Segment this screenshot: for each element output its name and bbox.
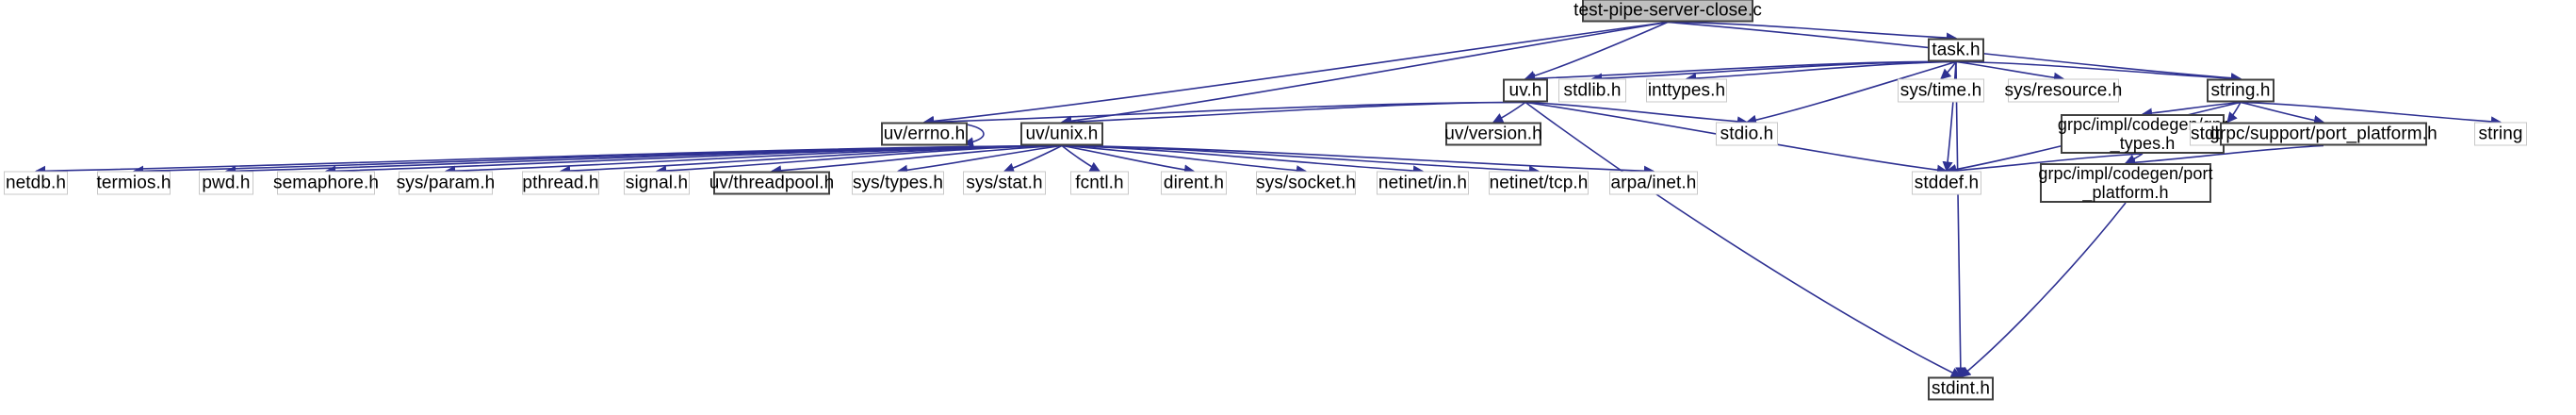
graph-node-uv-errno-h[interactable]: uv/errno.h xyxy=(881,122,968,146)
graph-node-sys-resource-h[interactable]: sys/resource.h xyxy=(2005,78,2122,103)
edge-task-h-to-stdint-h xyxy=(1955,61,1966,378)
edge-grpc-impl-codegen-port-platform-h-to-stdint-h xyxy=(1960,202,2127,378)
edge-task-h-to-inttypes-h xyxy=(1685,60,1957,84)
edge-task-h-to-uv-h xyxy=(1524,60,1957,84)
graph-node-sys-time-h[interactable]: sys/time.h xyxy=(1898,78,1984,103)
edge-test-pipe-server-close-c-to-uv-h xyxy=(1524,21,1669,81)
graph-node-semaphore-h[interactable]: semaphore.h xyxy=(273,171,379,195)
graph-node-arpa-inet-h[interactable]: arpa/inet.h xyxy=(1609,171,1698,195)
edge-uv-h-to-uv-errno-h xyxy=(922,101,1526,127)
graph-node-task-h[interactable]: task.h xyxy=(1928,38,1984,62)
edge-uv-unix-h-to-netinet-in-h xyxy=(1061,144,1425,176)
edge-test-pipe-server-close-c-to-uv-errno-h xyxy=(922,21,1669,127)
edge-uv-unix-h-to-sys-socket-h xyxy=(1061,144,1308,176)
edge-uv-h-to-uv-version-h xyxy=(1492,101,1526,124)
graph-node-netinet-in-h[interactable]: netinet/in.h xyxy=(1377,171,1469,195)
edge-uv-unix-h-to-pthread-h xyxy=(559,144,1063,176)
graph-node-stdlib-h[interactable]: stdlib.h xyxy=(1558,78,1626,103)
edge-test-pipe-server-close-c-to-task-h xyxy=(1667,21,1958,43)
graph-node-test-pipe-server-close-c[interactable]: test-pipe-server-close.c xyxy=(1573,0,1762,23)
edge-string-h-to-grpc-impl-codegen-gpr-types-h xyxy=(2141,101,2242,119)
graph-node-stddef-h[interactable]: stddef.h xyxy=(1912,171,1981,195)
graph-node-inttypes-h[interactable]: inttypes.h xyxy=(1646,78,1727,103)
edge-uv-unix-h-to-sys-param-h xyxy=(444,144,1063,176)
edge-uv-unix-h-to-semaphore-h xyxy=(324,144,1063,176)
graph-node-string-h[interactable]: string.h xyxy=(2207,78,2274,103)
graph-node-string[interactable]: string xyxy=(2474,122,2527,146)
graph-node-sys-types-h[interactable]: sys/types.h xyxy=(852,171,944,195)
graph-node-dirent-h[interactable]: dirent.h xyxy=(1161,171,1227,195)
graph-node-sys-stat-h[interactable]: sys/stat.h xyxy=(963,171,1046,195)
graph-node-stdint-h[interactable]: stdint.h xyxy=(1928,376,1994,401)
edge-uv-unix-h-to-termios-h xyxy=(132,144,1063,176)
edge-task-h-to-stdlib-h xyxy=(1590,60,1957,84)
edge-uv-unix-h-to-uv-threadpool-h xyxy=(770,144,1063,176)
edge-uv-unix-h-to-dirent-h xyxy=(1061,144,1196,175)
edge-string-h-to-grpc-support-port-platform-h xyxy=(2240,101,2325,126)
edge-uv-h-to-uv-unix-h xyxy=(1060,101,1526,127)
graph-node-uv-version-h[interactable]: uv/version.h xyxy=(1444,122,1542,146)
edge-test-pipe-server-close-c-to-uv-unix-h xyxy=(1060,21,1669,126)
graph-node-pthread-h[interactable]: pthread.h xyxy=(522,171,599,195)
edge-grpc-impl-codegen-gpr-types-h-to-grpc-impl-codegen-port-platform-h xyxy=(2124,153,2144,165)
edge-task-h-to-string-h xyxy=(1955,60,2242,84)
edge-string-h-to-stdbool-h xyxy=(2226,102,2242,124)
graph-node-sys-param-h[interactable]: sys/param.h xyxy=(397,171,495,195)
edge-uv-unix-h-to-netdb-h xyxy=(34,144,1063,176)
graph-node-signal-h[interactable]: signal.h xyxy=(624,171,690,195)
graph-node-uv-unix-h[interactable]: uv/unix.h xyxy=(1020,122,1103,146)
graph-node-uv-h[interactable]: uv.h xyxy=(1503,78,1548,103)
graph-node-netinet-tcp-h[interactable]: netinet/tcp.h xyxy=(1489,171,1589,195)
graph-node-pwd-h[interactable]: pwd.h xyxy=(199,171,253,195)
edge-string-h-to-string xyxy=(2240,101,2503,127)
edge-task-h-to-sys-resource-h xyxy=(1955,60,2065,83)
edge-uv-unix-h-to-sys-types-h xyxy=(896,144,1063,175)
edge-uv-unix-h-to-sys-stat-h xyxy=(1003,144,1063,174)
graph-node-fcntl-h[interactable]: fcntl.h xyxy=(1070,171,1129,195)
graph-node-uv-threadpool-h[interactable]: uv/threadpool.h xyxy=(709,171,834,195)
graph-node-grpc-impl-codegen-port-platform-h[interactable]: grpc/impl/codegen/port _platform.h xyxy=(2038,163,2213,203)
edge-uv-unix-h-to-signal-h xyxy=(655,144,1063,176)
edge-uv-unix-h-to-arpa-inet-h xyxy=(1061,144,1655,176)
graph-node-sys-socket-h[interactable]: sys/socket.h xyxy=(1256,171,1356,195)
edge-uv-unix-h-to-netinet-tcp-h xyxy=(1061,144,1541,176)
graph-node-grpc-support-port-platform-h[interactable]: grpc/support/port_platform.h xyxy=(2209,122,2437,146)
graph-node-netdb-h[interactable]: netdb.h xyxy=(4,171,68,195)
edge-uv-unix-h-to-pwd-h xyxy=(224,144,1063,176)
edge-uv-unix-h-to-fcntl-h xyxy=(1061,144,1101,173)
graph-node-termios-h[interactable]: termios.h xyxy=(96,171,171,195)
graph-node-stdio-h[interactable]: stdio.h xyxy=(1716,122,1778,146)
edge-task-h-to-sys-time-h xyxy=(1940,61,1957,80)
edge-uv-h-to-stdio-h xyxy=(1524,101,1749,127)
